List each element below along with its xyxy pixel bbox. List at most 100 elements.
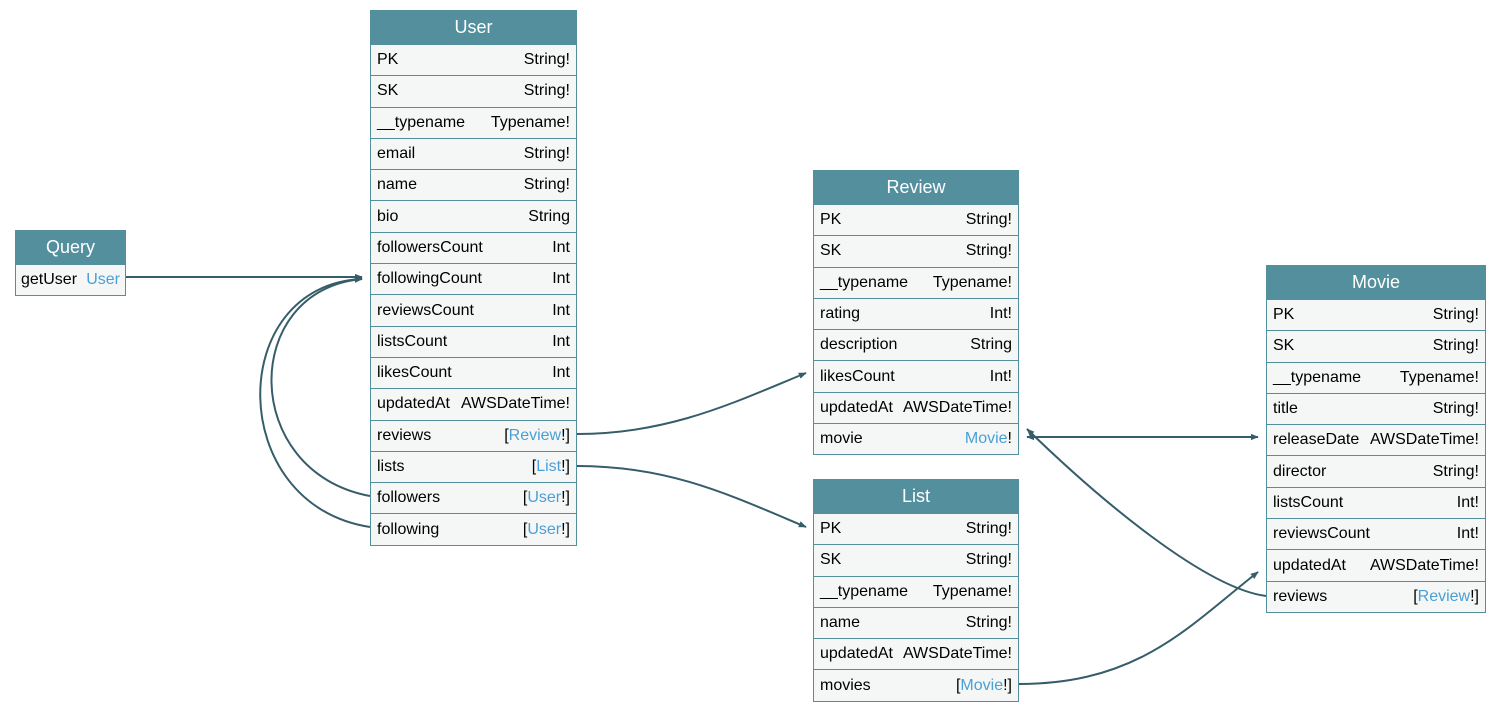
field-type: Int bbox=[552, 238, 570, 256]
user-field-listscount[interactable]: listsCount Int bbox=[371, 325, 576, 357]
type-bracket-close: !] bbox=[1470, 587, 1479, 605]
movie-field-reviews[interactable]: reviews[Review!] bbox=[1267, 580, 1485, 612]
field-type: String! bbox=[1432, 306, 1479, 324]
field-type: Int! bbox=[989, 305, 1012, 323]
field-type: Typename! bbox=[932, 582, 1012, 600]
review-field-rating[interactable]: rating Int! bbox=[814, 297, 1018, 329]
user-field-following[interactable]: following[User!] bbox=[371, 513, 576, 544]
field-type: String! bbox=[523, 145, 570, 163]
edge-list-movies-to-movie bbox=[1018, 571, 1259, 685]
edge-user-lists-to-list bbox=[576, 465, 807, 528]
field-name: releaseDate bbox=[1273, 431, 1360, 449]
field-type: [User!] bbox=[523, 521, 570, 539]
field-type: Int bbox=[552, 301, 570, 319]
list-field-movies[interactable]: movies[Movie!] bbox=[814, 669, 1018, 700]
field-name: SK bbox=[1273, 337, 1295, 355]
field-type-link[interactable]: Review bbox=[1417, 587, 1471, 605]
field-name: SK bbox=[377, 82, 399, 100]
field-type: [Review!] bbox=[504, 427, 570, 445]
type-bracket-close: !] bbox=[561, 458, 570, 475]
user-field-lists[interactable]: lists[List!] bbox=[371, 450, 576, 482]
query-node-title: Query bbox=[16, 231, 125, 264]
field-name: SK bbox=[820, 551, 842, 569]
field-type: String! bbox=[1432, 400, 1479, 418]
movie-field-reviewscount[interactable]: reviewsCount Int! bbox=[1267, 518, 1485, 549]
edge-user-following-to-user bbox=[259, 276, 371, 528]
list-field-sk[interactable]: SK String! bbox=[814, 544, 1018, 575]
field-name: rating bbox=[820, 305, 861, 323]
field-name: likesCount bbox=[377, 364, 452, 382]
edge-movie-reviews-to-review bbox=[1026, 428, 1267, 597]
field-type: String! bbox=[965, 242, 1012, 260]
field-type-link[interactable]: List bbox=[536, 458, 562, 475]
type-bracket-close: !] bbox=[561, 489, 570, 507]
field-type: Int! bbox=[1456, 525, 1479, 543]
user-node-title: User bbox=[371, 11, 576, 44]
user-field-followerscount[interactable]: followersCount Int bbox=[371, 231, 576, 263]
field-type: String! bbox=[965, 551, 1012, 569]
field-type: [User!] bbox=[523, 489, 570, 507]
field-type-link[interactable]: Movie bbox=[960, 676, 1004, 694]
field-type-link[interactable]: User bbox=[86, 271, 120, 289]
field-name: reviewsCount bbox=[1273, 525, 1370, 543]
type-bracket-close: !] bbox=[1003, 676, 1012, 694]
field-type: Typename! bbox=[490, 113, 570, 131]
type-bracket-close: !] bbox=[561, 520, 570, 538]
field-name: listsCount bbox=[377, 332, 448, 350]
user-field-followers[interactable]: followers [User!] bbox=[371, 482, 576, 513]
field-type-link[interactable]: User bbox=[527, 520, 562, 538]
field-name: reviews bbox=[1273, 587, 1328, 605]
user-field-reviews[interactable]: reviews[Review!] bbox=[371, 419, 576, 451]
field-name: name bbox=[377, 176, 418, 194]
field-name: director bbox=[1273, 462, 1327, 480]
field-type: Int! bbox=[989, 367, 1012, 385]
field-type: [List!] bbox=[532, 458, 570, 476]
field-type: String! bbox=[523, 51, 570, 69]
field-name: __typename bbox=[377, 113, 466, 131]
field-type-link[interactable]: Review bbox=[508, 426, 562, 444]
field-type: AWSDateTime! bbox=[902, 645, 1012, 663]
field-type-link[interactable]: User bbox=[527, 489, 562, 507]
field-type: Int! bbox=[1456, 493, 1479, 511]
field-type-link[interactable]: Movie bbox=[964, 430, 1008, 448]
query-node[interactable]: Query getUser User bbox=[15, 230, 126, 297]
edge-user-reviews-to-review bbox=[576, 372, 807, 435]
field-type: Int bbox=[552, 332, 570, 350]
field-name: followers bbox=[377, 489, 441, 507]
query-field-getuser[interactable]: getUser User bbox=[16, 264, 125, 295]
field-name: followersCount bbox=[377, 238, 483, 256]
user-field-typename[interactable]: __typename Typename! bbox=[371, 106, 576, 138]
